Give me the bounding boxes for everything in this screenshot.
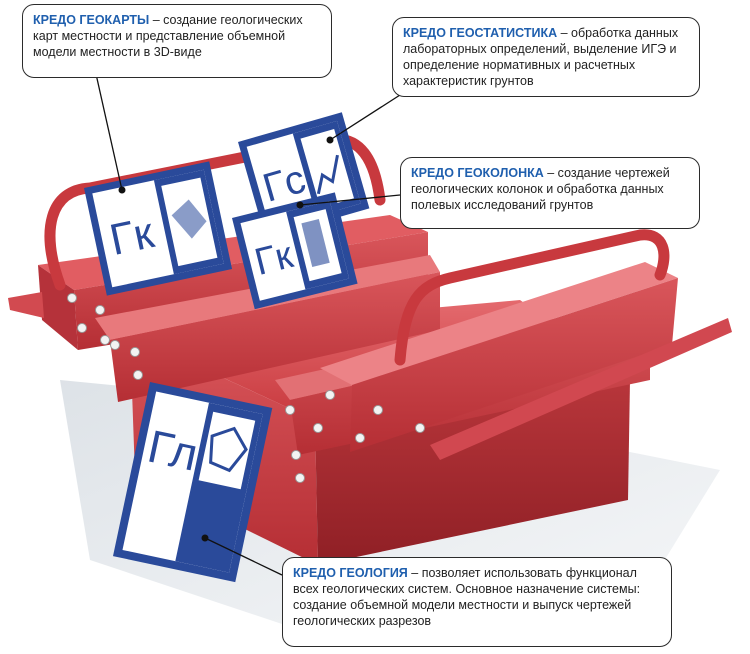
callout-geokolonka-text: – создание чертежей геологических колоно… — [411, 166, 670, 212]
callout-geologiya-text: – позволяет использовать функционал всех… — [293, 566, 641, 628]
callout-geokolonka-title: КРЕДО ГЕОКОЛОНКА — [411, 166, 544, 180]
card-gk-maps: Гк — [84, 161, 233, 296]
card-gk-column: Гк — [231, 192, 358, 310]
callout-geostat-text: – обработка данных лабораторных определе… — [403, 26, 679, 88]
callout-geostat-title: КРЕДО ГЕОСТАТИСТИКА — [403, 26, 558, 40]
callout-geokolonka: КРЕДО ГЕОКОЛОНКА – создание чертежей гео… — [400, 157, 700, 229]
callout-geostat: КРЕДО ГЕОСТАТИСТИКА – обработка данных л… — [392, 17, 700, 97]
callout-geologiya-title: КРЕДО ГЕОЛОГИЯ — [293, 566, 408, 580]
card-gl-letters: Гл — [143, 420, 202, 481]
callout-geokarty-text: – создание геологических карт местности … — [33, 13, 303, 59]
leader-lines — [95, 73, 401, 576]
right-upper-tray — [320, 262, 732, 460]
right-handle — [394, 229, 670, 366]
card-gl: Гл — [112, 382, 273, 583]
rivets — [67, 293, 425, 483]
callout-geokarty: КРЕДО ГЕОКАРТЫ – создание геологических … — [22, 4, 332, 78]
leader-pins — [118, 136, 334, 542]
callout-geologiya: КРЕДО ГЕОЛОГИЯ – позволяет использовать … — [282, 557, 672, 647]
callout-geokarty-title: КРЕДО ГЕОКАРТЫ — [33, 13, 150, 27]
